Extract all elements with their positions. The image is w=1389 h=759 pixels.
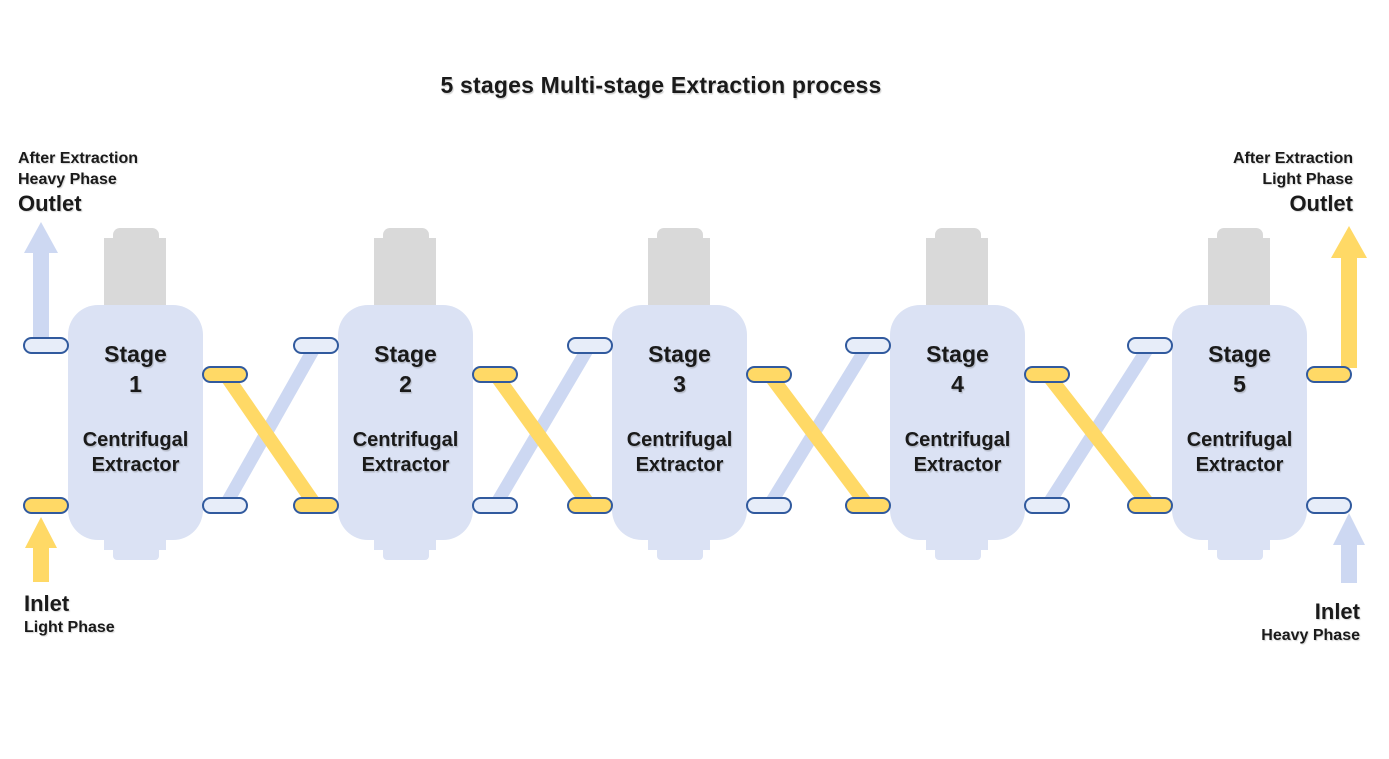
heavy-outlet-label: After Extraction Heavy Phase Outlet [18,150,139,216]
light-inlet-label: Inlet Light Phase [24,591,115,636]
heavy-phase-flow-line [219,341,322,510]
vessel-foot [648,539,710,550]
vessel-foot [657,550,703,560]
light-phase-flow-line [763,369,874,511]
port-light-outlet [1024,366,1070,383]
heavy-phase-flow-line [763,341,874,510]
vessel-body [612,305,747,540]
vessel-body [68,305,203,540]
vessel-foot [926,539,988,550]
light-phase-flow-line [489,369,596,511]
port-heavy-inlet [202,497,248,514]
diagram-title: 5 stages Multi-stage Extraction process [440,72,882,98]
port-heavy-outlet [567,337,613,354]
motor-cap-icon [1208,238,1270,306]
light-outlet-arrow-icon [1331,226,1367,368]
vessel-body [338,305,473,540]
port-heavy-inlet [746,497,792,514]
vessel-body [890,305,1025,540]
light-phase-flow-line [219,370,322,510]
heavy-inlet-arrow-icon [1333,513,1365,583]
light-inlet-arrow-icon [25,517,57,582]
motor-cap-icon [374,238,436,306]
motor-cap-icon [926,238,988,306]
port-light-inlet [23,497,69,514]
port-light-inlet [293,497,339,514]
port-heavy-outlet [1127,337,1173,354]
motor-cap-icon [648,238,710,306]
heavy-inlet-label: Inlet Heavy Phase [1261,599,1360,644]
vessel-foot [113,550,159,560]
vessel-foot [1208,539,1270,550]
motor-cap-icon [104,238,166,306]
vessel-body [1172,305,1307,540]
vessel-foot [383,550,429,560]
light-phase-flow-line [1041,369,1156,511]
light-outlet-label: After Extraction Light Phase Outlet [1232,150,1353,216]
port-heavy-outlet [845,337,891,354]
port-light-outlet [472,366,518,383]
port-heavy-inlet [472,497,518,514]
port-light-inlet [567,497,613,514]
port-light-outlet [746,366,792,383]
heavy-phase-flow-line [489,341,596,510]
heavy-phase-flow-line [1041,341,1156,510]
heavy-outlet-arrow-icon [24,222,58,338]
port-heavy-outlet [293,337,339,354]
port-heavy-inlet [1306,497,1352,514]
port-light-outlet [202,366,248,383]
port-heavy-outlet [23,337,69,354]
vessel-foot [935,550,981,560]
port-heavy-inlet [1024,497,1070,514]
vessel-foot [1217,550,1263,560]
port-light-inlet [1127,497,1173,514]
port-light-inlet [845,497,891,514]
vessel-foot [374,539,436,550]
vessel-foot [104,539,166,550]
port-light-outlet [1306,366,1352,383]
